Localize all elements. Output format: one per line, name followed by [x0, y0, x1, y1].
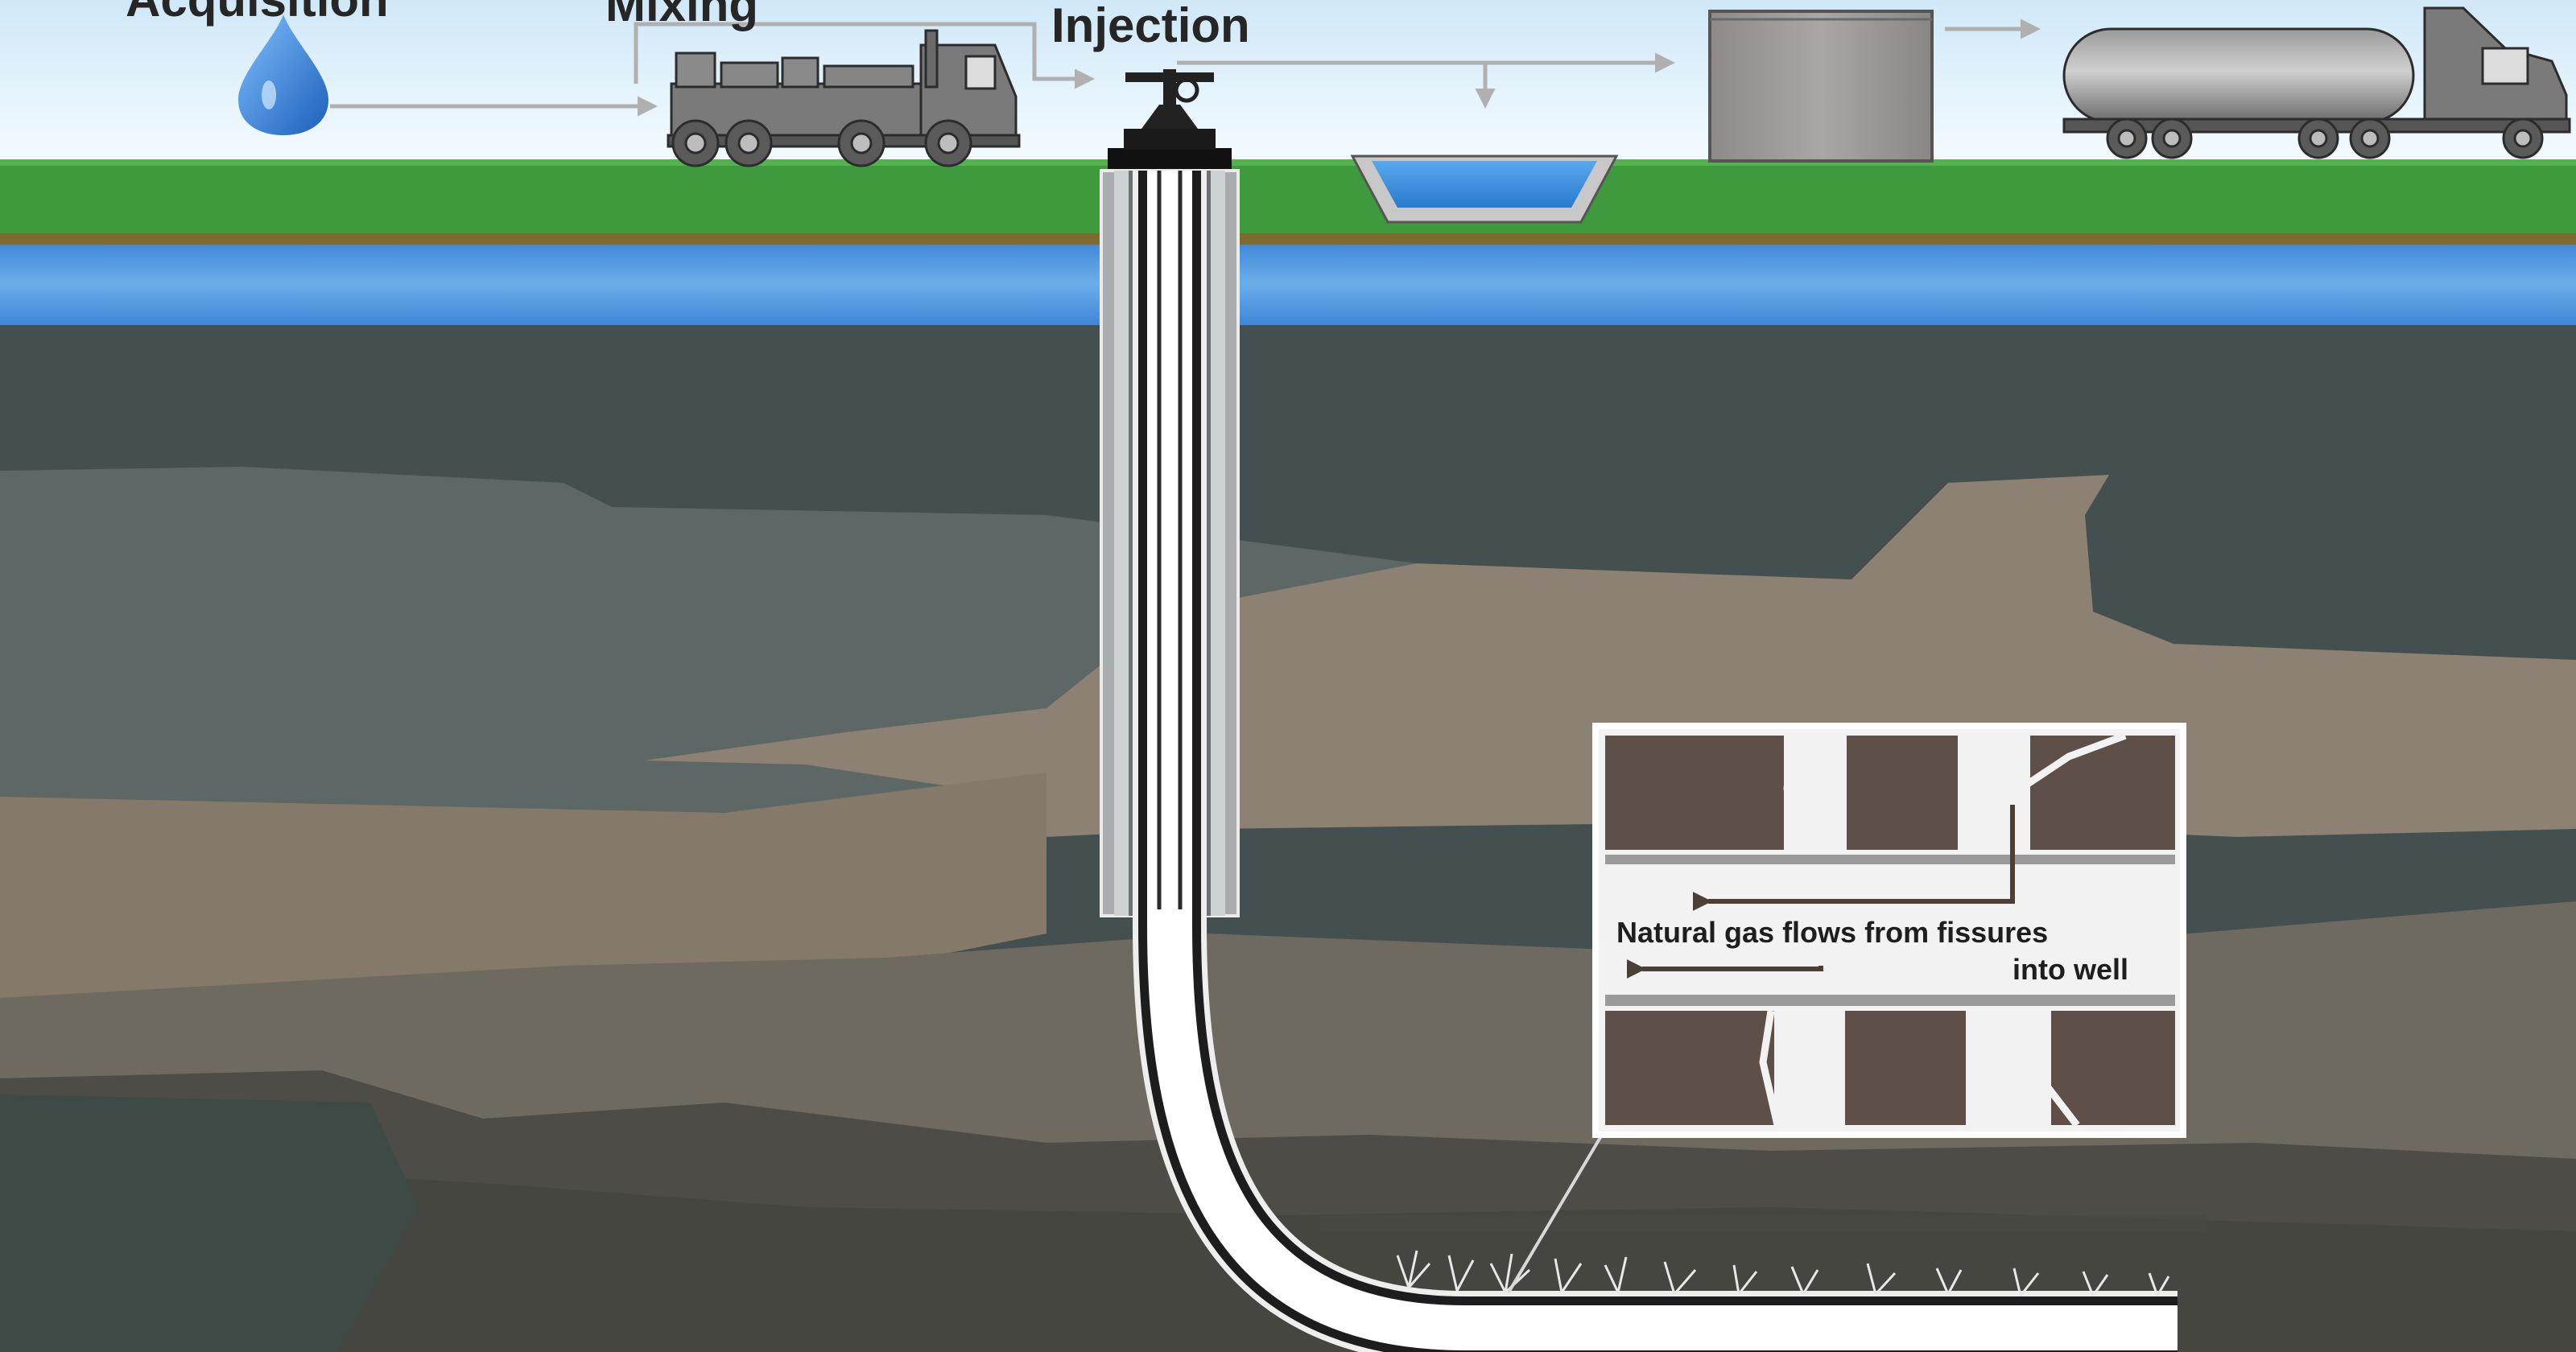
inset-caption-line2: into well	[2013, 953, 2128, 986]
inset-caption-line1: Natural gas flows from fissures	[1616, 916, 2049, 949]
ground-surface	[0, 159, 2576, 233]
fissure-inset	[1592, 723, 2186, 1138]
soil-layer	[0, 230, 2576, 245]
wellhead-icon	[1108, 69, 1232, 171]
stage-label-acquisition: Acquisition	[126, 0, 389, 24]
wastewater-pit-icon	[1350, 155, 1619, 224]
storage-tank-icon	[1708, 10, 1934, 163]
rock-layer-tan-lower	[0, 773, 1046, 1006]
mixing-truck-icon	[667, 29, 1021, 167]
aquifer	[0, 241, 2576, 325]
water-drop-icon	[238, 14, 328, 135]
inset-connector	[1507, 1133, 1604, 1294]
rock-patch-left	[0, 1094, 419, 1352]
fracture-zone	[1396, 1250, 2170, 1296]
process-arrows	[330, 19, 2041, 117]
stage-label-injection: Injection	[1051, 0, 1250, 52]
stage-label-mixing: Mixing	[605, 0, 758, 31]
wellbore	[1133, 171, 2178, 1352]
tanker-truck-icon	[2062, 6, 2571, 159]
